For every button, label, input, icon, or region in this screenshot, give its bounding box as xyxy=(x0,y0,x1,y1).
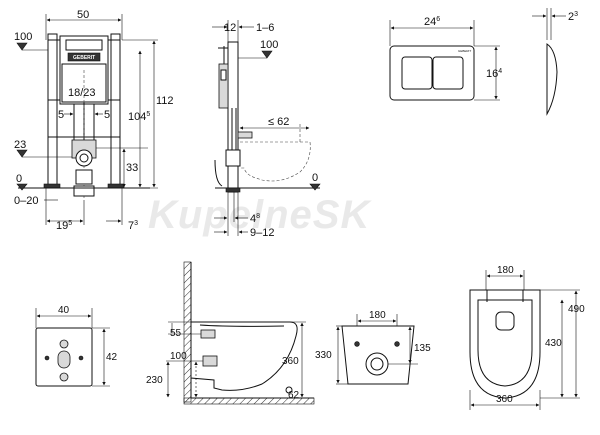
dim-bottom-right-main: 7 xyxy=(128,220,134,232)
dim-bottom-right-sup: 3 xyxy=(134,220,138,227)
bowl-side-view: 55 100 230 360 62 xyxy=(146,261,315,405)
dim-height-total: 112 xyxy=(156,95,174,107)
dim-back-height: 330 xyxy=(315,350,332,361)
dim-bowl-height: 360 xyxy=(282,356,299,367)
dim-plate-width: 246 xyxy=(424,16,440,28)
dim-pipe: 18/23 xyxy=(68,87,96,99)
dim-floor-zero: 0 xyxy=(16,173,22,185)
dim-height-inner-main: 104 xyxy=(128,111,146,123)
dim-bottom-right: 73 xyxy=(128,220,138,232)
flush-button-small xyxy=(432,56,464,90)
plate-side-profile xyxy=(546,43,558,116)
dim-top-bolt-spacing: 180 xyxy=(497,265,514,276)
dim-side-bottom-depth-main: 4 xyxy=(250,213,256,225)
bowl-back-view: 180 330 135 xyxy=(315,310,431,385)
bowl-top-view: 180 430 490 360 xyxy=(469,265,585,410)
dim-wall-plate-width: 40 xyxy=(58,305,70,316)
dim-plate-height: 164 xyxy=(486,68,502,80)
dim-drain-height-left: 23 xyxy=(14,139,26,151)
frame-side-view: 12 1–6 100 ≤ 62 0 48 xyxy=(212,20,321,239)
dim-bottom-left-sup: 5 xyxy=(68,220,72,227)
dim-plate-thickness-main: 2 xyxy=(568,11,574,23)
flush-plate-side-view: 23 xyxy=(532,8,578,116)
dim-height-inner: 1045 xyxy=(128,111,150,123)
frame-front-view: 50 GEBERIT 18/23 5 5 xyxy=(14,9,174,232)
dim-side-bottom-depth-sup: 8 xyxy=(256,213,260,220)
dim-plate-width-sup: 6 xyxy=(436,16,440,23)
dim-offset-right: 5 xyxy=(104,109,110,121)
flush-plate-front-view: 246 GEBERIT 164 xyxy=(389,16,502,101)
watermark-text: KupelneSK xyxy=(148,193,372,237)
plate-brand-mark: GEBERIT xyxy=(458,49,471,53)
dim-top-length: 490 xyxy=(568,304,585,315)
dim-side-height-100: 100 xyxy=(260,39,278,51)
dim-wall-plate-height: 42 xyxy=(106,352,118,363)
bowl-top-outline xyxy=(469,289,541,399)
flush-button-large xyxy=(401,56,433,90)
dim-plate-width-main: 24 xyxy=(424,16,436,28)
dim-plate-height-sup: 4 xyxy=(498,68,502,75)
dim-offset-left: 5 xyxy=(58,109,64,121)
dim-side-depth: 12 xyxy=(224,22,236,34)
wall-plate-view: 40 42 xyxy=(35,305,118,387)
dim-back-bolt-spacing: 180 xyxy=(369,310,386,321)
dim-side-depth-range: 1–6 xyxy=(256,22,274,34)
dim-side-floor-zero: 0 xyxy=(312,172,318,184)
dim-height-100: 100 xyxy=(14,31,32,43)
dim-floor-adjust: 0–20 xyxy=(14,195,38,207)
dim-back-outlet: 135 xyxy=(414,343,431,354)
dim-drain-height: 33 xyxy=(126,162,138,174)
dim-inlet-height: 55 xyxy=(170,328,182,339)
dim-plate-thickness-sup: 3 xyxy=(574,11,578,18)
dim-bottom-left-main: 19 xyxy=(56,220,68,232)
dim-plate-thickness: 23 xyxy=(568,11,578,23)
dim-side-range: 9–12 xyxy=(250,227,274,239)
dim-plate-height-main: 16 xyxy=(486,68,498,80)
dim-frame-width: 50 xyxy=(77,9,89,21)
dim-bottom-left: 195 xyxy=(56,220,72,232)
dim-bowl-bottom: 62 xyxy=(288,390,300,401)
brand-label: GEBERIT xyxy=(73,55,95,61)
bowl-profile xyxy=(190,321,298,391)
dim-drain-height-230: 230 xyxy=(146,375,163,386)
dim-side-projection: ≤ 62 xyxy=(268,116,289,128)
dim-drain-offset: 100 xyxy=(170,351,187,362)
dim-height-inner-sup: 5 xyxy=(146,111,150,118)
dim-top-inner-length: 430 xyxy=(545,338,562,349)
dim-side-bottom-depth: 48 xyxy=(250,213,260,225)
dim-top-width: 360 xyxy=(496,394,513,405)
